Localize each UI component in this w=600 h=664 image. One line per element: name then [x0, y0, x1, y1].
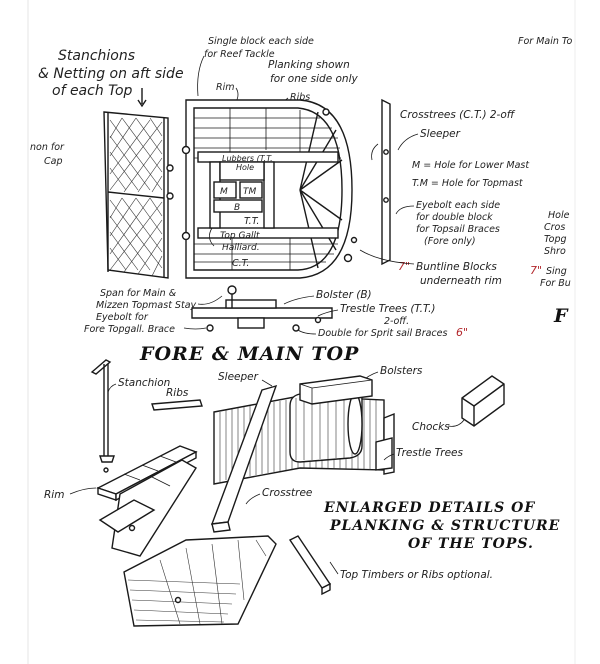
label-m-hole: M = Hole for Lower Mast — [412, 160, 530, 171]
enlarged-structure — [210, 375, 395, 533]
leader-chocks — [447, 419, 465, 427]
leader-sleeper2 — [261, 379, 273, 387]
arrow-stanchions — [137, 88, 147, 108]
leader-crosstree — [245, 493, 261, 505]
title-enlarged-2: PLANKING & STRUCTURE — [329, 518, 560, 534]
label-rim: Rim — [216, 82, 235, 93]
leader-trestle — [317, 309, 339, 317]
leader-buntline — [359, 249, 415, 265]
label-one-side: for one side only — [270, 73, 358, 85]
label-red-7a: 7" — [398, 260, 410, 273]
top-plan-view — [181, 99, 358, 279]
rib-piece — [151, 399, 203, 411]
label-eyebolt-for: Eyebolt for — [96, 312, 149, 323]
label-each-top: of each Top — [52, 83, 133, 99]
top-timber — [288, 535, 332, 596]
label-eyebolt2: for double block — [416, 212, 493, 223]
label-planking-shown: Planking shown — [268, 59, 350, 71]
leader-fore-brace — [183, 327, 207, 330]
label-crosstrees: Crosstrees (C.T.) 2-off — [400, 109, 516, 121]
label-trestle: Trestle Trees (T.T.) — [340, 303, 436, 315]
label-right-hole2: Cros — [544, 222, 565, 233]
title-fore-main-top: FORE & MAIN TOP — [139, 343, 359, 365]
label-eyebolt1: Eyebolt each side — [416, 200, 500, 211]
leader-span — [197, 295, 223, 305]
label-sleeper: Sleeper — [420, 128, 461, 140]
label-double-sprit: Double for Sprit sail Braces — [318, 328, 447, 339]
label-red-6: 6" — [456, 326, 468, 339]
label-buntline2: underneath rim — [420, 275, 502, 287]
label-ribs2: Ribs — [166, 387, 189, 399]
label-right-top: For Main To — [518, 36, 573, 47]
label-rim2: Rim — [44, 489, 64, 501]
leader-trestle-trees — [383, 453, 395, 461]
leader-eyebolt — [395, 205, 415, 215]
label-topgall: Top Gallt — [220, 231, 260, 241]
planking-fan — [123, 535, 277, 627]
chocks-detail — [461, 375, 505, 427]
label-stanchion: Stanchion — [118, 377, 170, 389]
leader-rim2 — [69, 487, 97, 495]
leader-double-sprit — [297, 329, 317, 335]
label-right-hole4: Shro — [544, 246, 566, 257]
label-crosstree: Crosstree — [262, 487, 312, 499]
leader-halliard — [209, 227, 215, 247]
label-b: B — [234, 203, 240, 213]
label-ribs: Ribs — [290, 92, 310, 103]
label-span2: Mizzen Topmast Stay — [96, 300, 197, 311]
label-right-f: F — [553, 305, 569, 327]
crosstree-profile — [371, 98, 391, 266]
leader-single-block — [197, 55, 205, 97]
label-tm-hole: T.M = Hole for Topmast — [412, 178, 524, 189]
label-sleeper2: Sleeper — [218, 371, 259, 383]
label-left-cap2: Cap — [44, 156, 63, 167]
label-top-timbers: Top Timbers or Ribs optional. — [340, 569, 493, 581]
label-netting: & Netting on aft side — [38, 66, 184, 82]
leader-bolster — [283, 295, 315, 305]
label-left-cap1: non for — [30, 142, 65, 153]
label-m: M — [220, 187, 228, 197]
label-bolster: Bolster (B) — [316, 289, 372, 301]
leader-sleeper — [397, 133, 419, 151]
label-reef-tackle: for Reef Tackle — [204, 49, 275, 60]
plank-strip — [98, 459, 197, 557]
label-span1: Span for Main & — [100, 288, 176, 299]
label-lubbers: Lubbers (T.T. — [222, 154, 273, 163]
top-elevation — [191, 285, 333, 332]
label-right-single2: For Bu — [540, 278, 571, 289]
label-buntline1: Buntline Blocks — [416, 261, 497, 273]
label-stanchions: Stanchions — [58, 48, 135, 64]
leader-top-timbers — [329, 561, 339, 575]
label-eyebolt3: for Topsail Braces — [416, 224, 500, 235]
label-hole: Hole — [236, 163, 254, 172]
label-tm: TM — [243, 187, 256, 197]
label-chocks: Chocks — [412, 421, 450, 433]
label-eyebolt4: (Fore only) — [424, 236, 476, 247]
title-enlarged-3: OF THE TOPS. — [408, 536, 534, 552]
label-fore-brace: Fore Topgall. Brace — [84, 324, 175, 335]
label-trestle-trees: Trestle Trees — [396, 447, 464, 459]
label-bolsters: Bolsters — [380, 365, 423, 377]
label-right-hole1: Hole — [548, 210, 570, 221]
label-two-off: 2-off. — [384, 316, 409, 327]
stanchion-post — [90, 359, 115, 463]
label-single-block: Single block each side — [208, 36, 314, 47]
title-enlarged-1: ENLARGED DETAILS OF — [323, 500, 535, 516]
label-tt: T.T. — [244, 216, 259, 227]
label-ct: C.T. — [232, 258, 249, 269]
leader-stanchion — [107, 383, 117, 393]
label-right-hole3: Topg — [544, 234, 567, 245]
netting-panel — [103, 111, 174, 279]
label-right-single1: Sing — [546, 266, 567, 277]
label-red-7b: 7" — [530, 264, 542, 277]
label-halliard: Halliard. — [222, 243, 260, 253]
